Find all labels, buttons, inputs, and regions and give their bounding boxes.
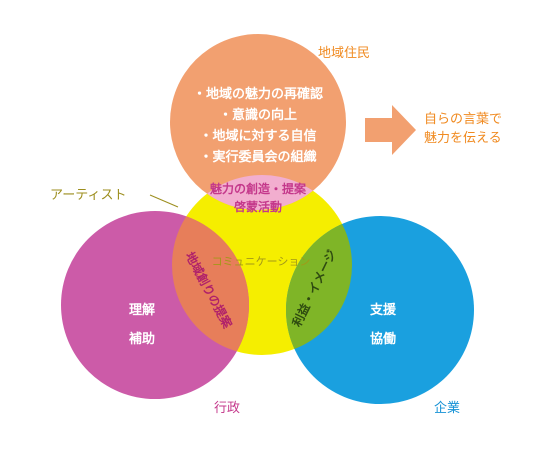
company-text: 協働: [370, 331, 396, 347]
residents-item: ・意識の向上: [219, 107, 297, 123]
government-text: 補助: [128, 331, 155, 347]
government-label: 行政: [214, 401, 240, 416]
overlap-top-text: 啓蒙活動: [234, 199, 282, 214]
artist-label: アーティスト: [50, 188, 126, 203]
residents-item: ・実行委員会の組織: [199, 149, 316, 165]
residents-item: ・地域の魅力の再確認: [193, 86, 323, 102]
overlap-top-text: 魅力の創造・提案: [210, 181, 307, 196]
artist-pointer-line: [149, 194, 179, 208]
residents-label: 地域住民: [318, 46, 370, 61]
government-text: 理解: [129, 302, 155, 318]
arrow-right-icon: [365, 105, 416, 155]
company-text: 支援: [369, 302, 397, 318]
company-label: 企業: [434, 400, 460, 416]
residents-circle: [170, 34, 346, 210]
communication-label: コミュニケーション: [212, 255, 311, 268]
arrow-text-line-1: 自らの言葉で: [424, 112, 502, 127]
arrow-text-line-2: 魅力を伝える: [424, 131, 502, 146]
residents-item: ・地域に対する自信: [199, 128, 316, 144]
